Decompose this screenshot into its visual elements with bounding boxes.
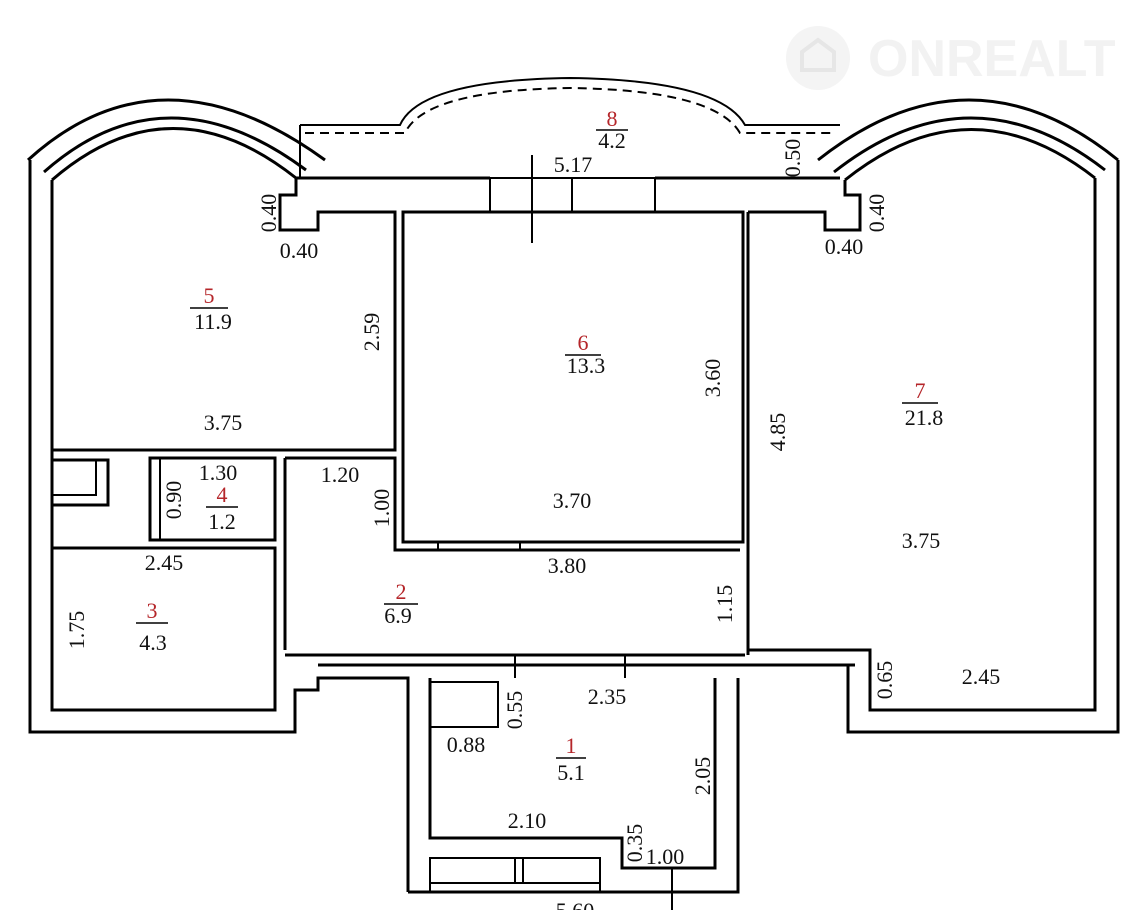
dim-hall-step: 0.35	[622, 824, 647, 863]
dim-hall-niche-h: 0.55	[502, 691, 527, 730]
corridor-walls	[285, 212, 855, 910]
dim-corridor-step: 1.00	[369, 489, 394, 528]
dim-hall-door: 1.00	[646, 844, 685, 869]
room-6-area: 13.3	[567, 353, 606, 378]
room-6-number: 6	[578, 330, 589, 355]
room-3-area: 4.3	[139, 630, 167, 655]
dim-room4-width: 1.30	[199, 460, 238, 485]
room-2-number: 2	[396, 579, 407, 604]
balcony	[299, 76, 840, 178]
room-1-area: 5.1	[557, 760, 585, 785]
room-7-area: 21.8	[905, 405, 944, 430]
room-7-number: 7	[915, 378, 926, 403]
dimension-labels: 5.17 0.50 0.40 0.40 0.40 0.40 2.59 3.75 …	[64, 139, 1000, 910]
room-5-number: 5	[204, 283, 215, 308]
dim-room5-height: 2.59	[359, 313, 384, 352]
room-5-walls	[26, 98, 840, 892]
dim-right-pier-v: 0.40	[864, 194, 889, 233]
dim-corridor-top: 1.20	[321, 462, 360, 487]
room-2-area: 6.9	[384, 603, 412, 628]
dim-left-pier-v: 0.40	[256, 194, 281, 233]
room-labels: 1 5.1 2 6.9 3 4.3 4 1.2 5 11.9 6 13.3 7 …	[136, 106, 943, 785]
dim-left-pier-h: 0.40	[280, 238, 319, 263]
dim-top-window: 5.17	[554, 152, 593, 177]
room-6-walls	[401, 210, 745, 550]
dim-hall-bottom: 2.10	[508, 808, 547, 833]
room-5-area: 11.9	[194, 309, 232, 334]
dim-room7-width: 3.75	[902, 528, 941, 553]
dim-room5-width: 3.75	[204, 410, 243, 435]
room-3-number: 3	[147, 598, 158, 623]
room-7-walls	[748, 98, 1120, 734]
room-1-number: 1	[566, 733, 577, 758]
dim-hall-width: 2.35	[588, 684, 627, 709]
room-4-number: 4	[217, 482, 228, 507]
watermark-text: ONREALT	[868, 30, 1116, 88]
dim-room7-bottom-width: 2.45	[962, 664, 1001, 689]
dim-corridor-height: 1.15	[712, 585, 737, 624]
dim-balcony-depth: 0.50	[780, 139, 805, 178]
dim-room7-height: 4.85	[765, 413, 790, 452]
room-8-number: 8	[607, 106, 618, 131]
dim-room3-height: 1.75	[64, 611, 89, 650]
watermark-logo: ONREALT	[786, 26, 1116, 90]
dim-hall-niche-w: 0.88	[447, 732, 486, 757]
room-8-area: 4.2	[598, 128, 626, 153]
room-4-area: 1.2	[208, 509, 236, 534]
dim-hall-height: 2.05	[690, 757, 715, 796]
dim-room7-notch: 0.65	[872, 661, 897, 700]
dim-room6-height: 3.60	[700, 359, 725, 398]
dim-corridor-width: 3.80	[548, 553, 587, 578]
dim-right-pier-h: 0.40	[825, 234, 864, 259]
dim-room6-width: 3.70	[553, 488, 592, 513]
dim-room4-height: 0.90	[161, 481, 186, 520]
closets	[52, 456, 740, 650]
dim-total-width: 5.60	[556, 898, 595, 910]
dim-room3-width: 2.45	[145, 550, 184, 575]
